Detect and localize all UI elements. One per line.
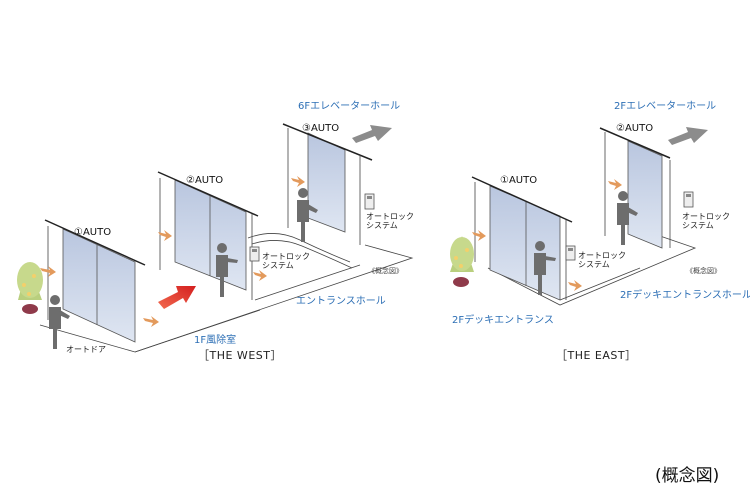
east-person-2 [617, 191, 638, 245]
west-door-1-label: ①AUTO [74, 227, 112, 238]
east-concept-label: 《概念図》 [686, 267, 721, 275]
east-autolock-label-2: オートロック システム [682, 212, 730, 230]
west-elevator-hall-label: 6Fエレベーターホール [298, 101, 401, 112]
west-person-1 [49, 295, 70, 349]
east-deck-entrance-label: 2Fデッキエントランス [452, 315, 554, 326]
east-orange-arrows [472, 179, 622, 291]
west-autolock-panel-2 [364, 193, 375, 210]
east-door-1 [471, 176, 573, 301]
west-floor-outline [39, 244, 414, 353]
east-deck-entrance-hall-label: 2Fデッキエントランスホール [620, 290, 750, 301]
east-floor-inner [559, 267, 641, 301]
east-diagram [450, 127, 708, 306]
west-door-1 [44, 219, 146, 343]
east-elevator-hall-label: 2Fエレベーターホール [614, 101, 717, 112]
east-autolock-panel-2 [683, 191, 694, 208]
west-corridor-floor [134, 264, 361, 353]
west-break-line [247, 233, 351, 263]
west-entry-arrow [158, 286, 196, 309]
west-diagram [17, 123, 414, 353]
east-person-1 [534, 241, 556, 295]
west-door-3-label: ③AUTO [302, 123, 340, 134]
west-windbreak-room-label: 1F風除室 [194, 335, 237, 346]
west-auto-door-label: オートドア [66, 345, 106, 354]
west-entrance-hall-label: エントランスホール [296, 296, 386, 307]
east-door-2-label: ②AUTO [616, 123, 654, 134]
east-caption: ［THE EAST］ [556, 349, 637, 362]
west-concept-label: 《概念図》 [368, 267, 403, 275]
west-person-3 [297, 188, 318, 242]
west-autolock-label-1: オートロック システム [262, 252, 310, 270]
west-autolock-panel-1 [249, 246, 260, 262]
west-orange-arrows [40, 176, 305, 327]
west-door-2 [157, 171, 259, 300]
west-door-3 [282, 123, 373, 245]
east-door-1-label: ①AUTO [500, 175, 538, 186]
east-tree [450, 236, 474, 287]
west-direction-arrow [352, 125, 392, 143]
west-caption: ［THE WEST］ [198, 349, 282, 362]
east-autolock-panel-1 [565, 245, 576, 261]
west-person-2 [216, 243, 238, 297]
east-direction-arrow [668, 127, 708, 145]
east-autolock-label-1: オートロック システム [578, 251, 626, 269]
east-floor-outline [487, 235, 697, 306]
footer-concept-label: (概念図) [655, 466, 720, 486]
west-tree [17, 262, 43, 314]
west-autolock-label-2: オートロック システム [366, 212, 414, 230]
east-door-2 [599, 127, 671, 249]
west-door-2-label: ②AUTO [186, 175, 224, 186]
